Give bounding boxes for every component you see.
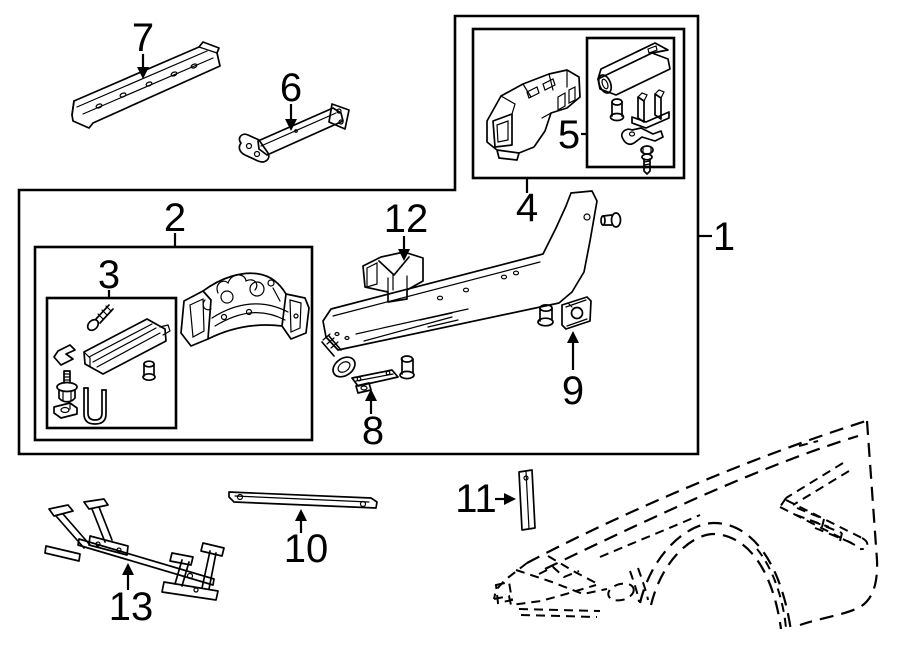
callout-10-label[interactable]: 10 xyxy=(284,527,329,571)
assembly-box-1 xyxy=(17,14,700,456)
callout-4[interactable]: 4 xyxy=(516,179,538,230)
callout-13[interactable]: 13 xyxy=(109,563,154,629)
group-box-4 xyxy=(471,27,686,180)
callout-11[interactable]: 11 xyxy=(455,477,516,521)
part-8-bracket-and-bolt xyxy=(321,333,415,394)
part-13-crossmember xyxy=(44,498,225,601)
callout-9[interactable]: 9 xyxy=(562,331,584,413)
callout-8[interactable]: 8 xyxy=(362,389,384,453)
fender-outline xyxy=(493,419,879,632)
part-3-hardware-kit xyxy=(53,304,171,425)
callout-7-label[interactable]: 7 xyxy=(132,16,154,60)
callout-6[interactable]: 6 xyxy=(280,66,302,131)
callout-10[interactable]: 10 xyxy=(284,509,329,571)
callout-12[interactable]: 12 xyxy=(384,197,429,261)
callout-1-label[interactable]: 1 xyxy=(713,215,735,259)
part-9-grommet-plate xyxy=(537,296,592,330)
part-7-rocker-rail xyxy=(71,41,221,129)
callout-2-label[interactable]: 2 xyxy=(164,196,186,240)
callout-11-label[interactable]: 11 xyxy=(455,477,497,521)
callout-3[interactable]: 3 xyxy=(98,253,120,298)
group-box-5 xyxy=(585,36,676,169)
part-11-filler-strip xyxy=(518,469,536,531)
part-5-hardware-kit xyxy=(597,42,671,175)
callout-8-label[interactable]: 8 xyxy=(362,409,384,453)
callout-9-label[interactable]: 9 xyxy=(562,369,584,413)
group-box-3 xyxy=(45,296,178,430)
callout-6-label[interactable]: 6 xyxy=(280,66,302,110)
group-box-2 xyxy=(33,245,314,442)
callout-4-label[interactable]: 4 xyxy=(516,186,538,230)
part-6-brace-rod xyxy=(238,103,350,163)
part-2-torque-box xyxy=(180,272,310,347)
callout-7[interactable]: 7 xyxy=(132,16,154,79)
part-4-extension-bracket xyxy=(486,69,581,161)
callout-1[interactable]: 1 xyxy=(699,215,735,259)
rivet-plug xyxy=(600,212,622,228)
part-10-sill-strip xyxy=(228,491,378,509)
callout-5[interactable]: 5 xyxy=(558,113,587,157)
callout-5-label[interactable]: 5 xyxy=(558,113,580,157)
callout-3-label[interactable]: 3 xyxy=(98,253,120,297)
callout-2[interactable]: 2 xyxy=(164,196,186,247)
callout-13-label[interactable]: 13 xyxy=(109,585,154,629)
callout-12-label[interactable]: 12 xyxy=(384,197,429,241)
